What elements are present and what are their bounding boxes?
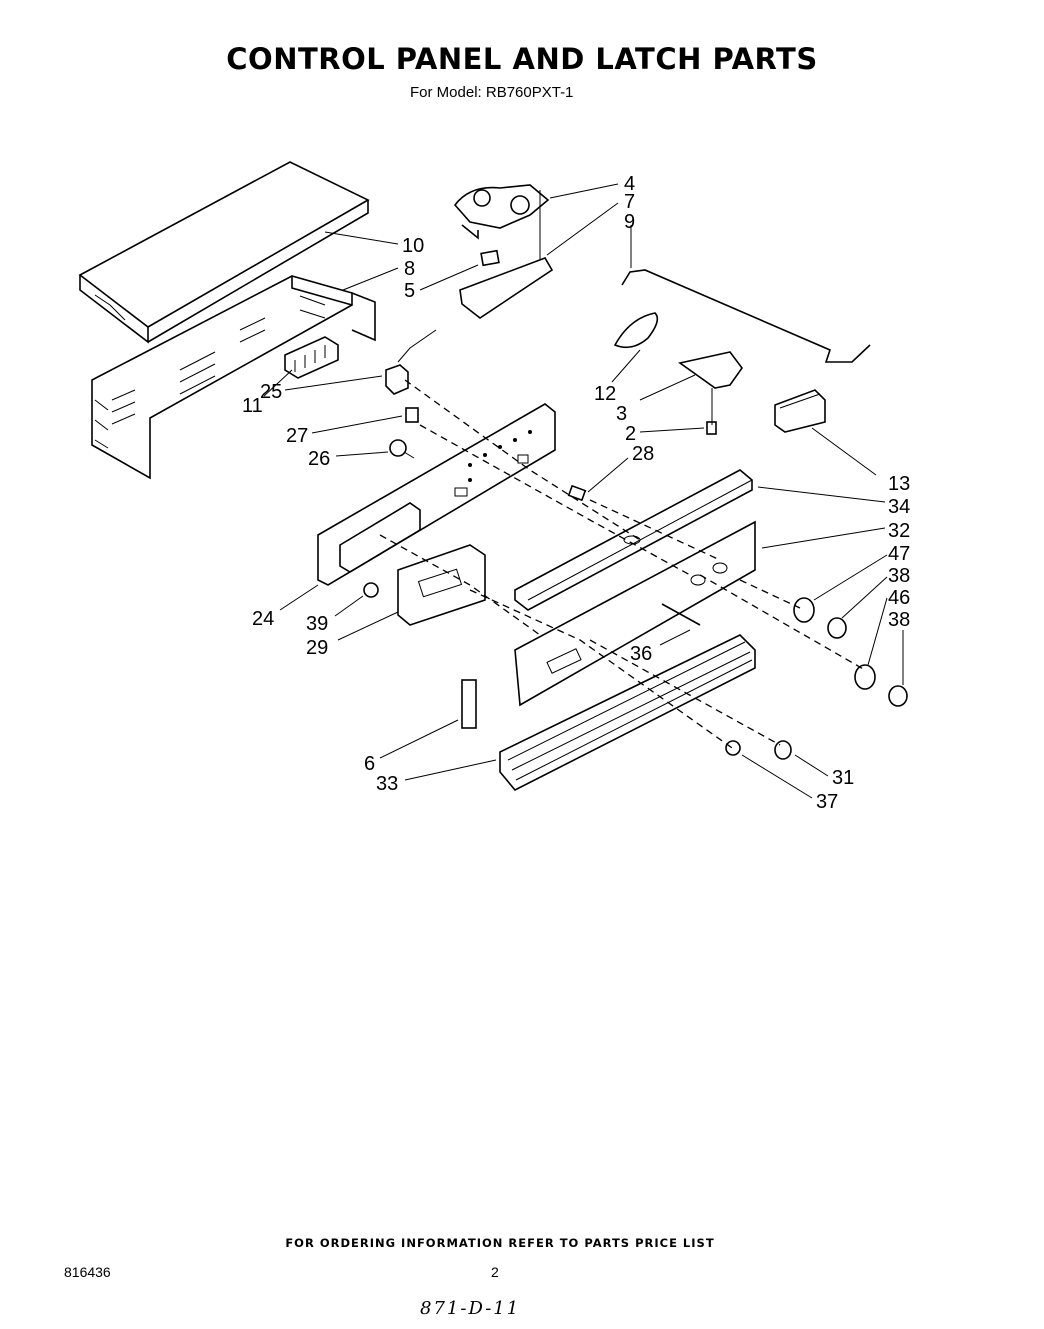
- part-timer-module: [397, 544, 486, 626]
- callout-9: 9: [624, 211, 635, 233]
- part-screw-37: [725, 740, 741, 756]
- part-side-bracket: [91, 275, 376, 480]
- callout-32: 32: [888, 520, 910, 542]
- callout-10: 10: [402, 235, 424, 257]
- callout-29: 29: [306, 637, 328, 659]
- part-spacer: [461, 679, 477, 729]
- callout-47: 47: [888, 543, 910, 565]
- part-latch-plate: [678, 351, 743, 425]
- part-clip: [405, 407, 419, 423]
- part-latch-handle: [774, 389, 826, 433]
- callout-12: 12: [594, 383, 616, 405]
- callout-39: 39: [306, 613, 328, 635]
- callout-28: 28: [632, 443, 654, 465]
- handwritten-note: 871-D-11: [420, 1298, 521, 1319]
- callout-8: 8: [404, 258, 415, 280]
- callout-36: 36: [630, 643, 652, 665]
- callout-33: 33: [376, 773, 398, 795]
- callout-13: 13: [888, 473, 910, 495]
- document-number: 816436: [64, 1264, 111, 1280]
- part-indicator-light: [389, 439, 415, 459]
- callout-46: 46: [888, 587, 910, 609]
- part-bezel-46: [854, 664, 876, 690]
- part-latch-rod: [621, 269, 871, 363]
- part-spring-clip: [567, 484, 587, 502]
- callout-31: 31: [832, 767, 854, 789]
- callout-labels: 4 7 9 10 8 5 11 25 27 26 12 3 2 13 28 34…: [242, 173, 910, 813]
- leader-lines: [263, 183, 904, 799]
- part-bezel-47: [793, 597, 815, 623]
- callout-25: 25: [260, 381, 282, 403]
- assembly-lines: [379, 379, 866, 751]
- part-motor-assembly: [453, 184, 550, 240]
- callout-38-lower: 38: [888, 609, 910, 631]
- part-small-screw: [661, 603, 701, 626]
- part-support-channel: [514, 469, 753, 611]
- part-extrusion-bar: [499, 634, 756, 792]
- callout-24: 24: [252, 608, 274, 630]
- callout-7: 7: [624, 191, 635, 213]
- part-knob-31: [774, 740, 792, 760]
- callout-27: 27: [286, 425, 308, 447]
- part-switch: [385, 329, 437, 395]
- callout-3: 3: [616, 403, 627, 425]
- ordering-note: FOR ORDERING INFORMATION REFER TO PARTS …: [285, 1236, 715, 1250]
- callout-4: 4: [624, 173, 635, 195]
- callout-2: 2: [625, 423, 636, 445]
- part-top-cover: [78, 161, 370, 344]
- callout-6: 6: [364, 753, 375, 775]
- model-subtitle: For Model: RB760PXT-1: [410, 84, 574, 101]
- callout-37: 37: [816, 791, 838, 813]
- part-control-panel: [317, 403, 556, 586]
- page-number: 2: [491, 1264, 499, 1280]
- callout-34: 34: [888, 496, 910, 518]
- part-small-block: [480, 249, 500, 267]
- part-knob-38-lower: [888, 685, 908, 707]
- part-latch-cam: [613, 312, 659, 349]
- callout-11: 11: [242, 395, 263, 417]
- callout-38-upper: 38: [888, 565, 910, 587]
- part-connector-block: [284, 336, 339, 379]
- page-title: CONTROL PANEL AND LATCH PARTS: [226, 42, 818, 76]
- callout-5: 5: [404, 280, 415, 302]
- part-knob-39: [363, 582, 379, 598]
- callout-26: 26: [308, 448, 330, 470]
- part-screw: [706, 421, 717, 435]
- part-front-panel: [514, 520, 756, 707]
- part-knob-38-upper: [827, 617, 847, 639]
- part-motor-bracket: [459, 190, 554, 319]
